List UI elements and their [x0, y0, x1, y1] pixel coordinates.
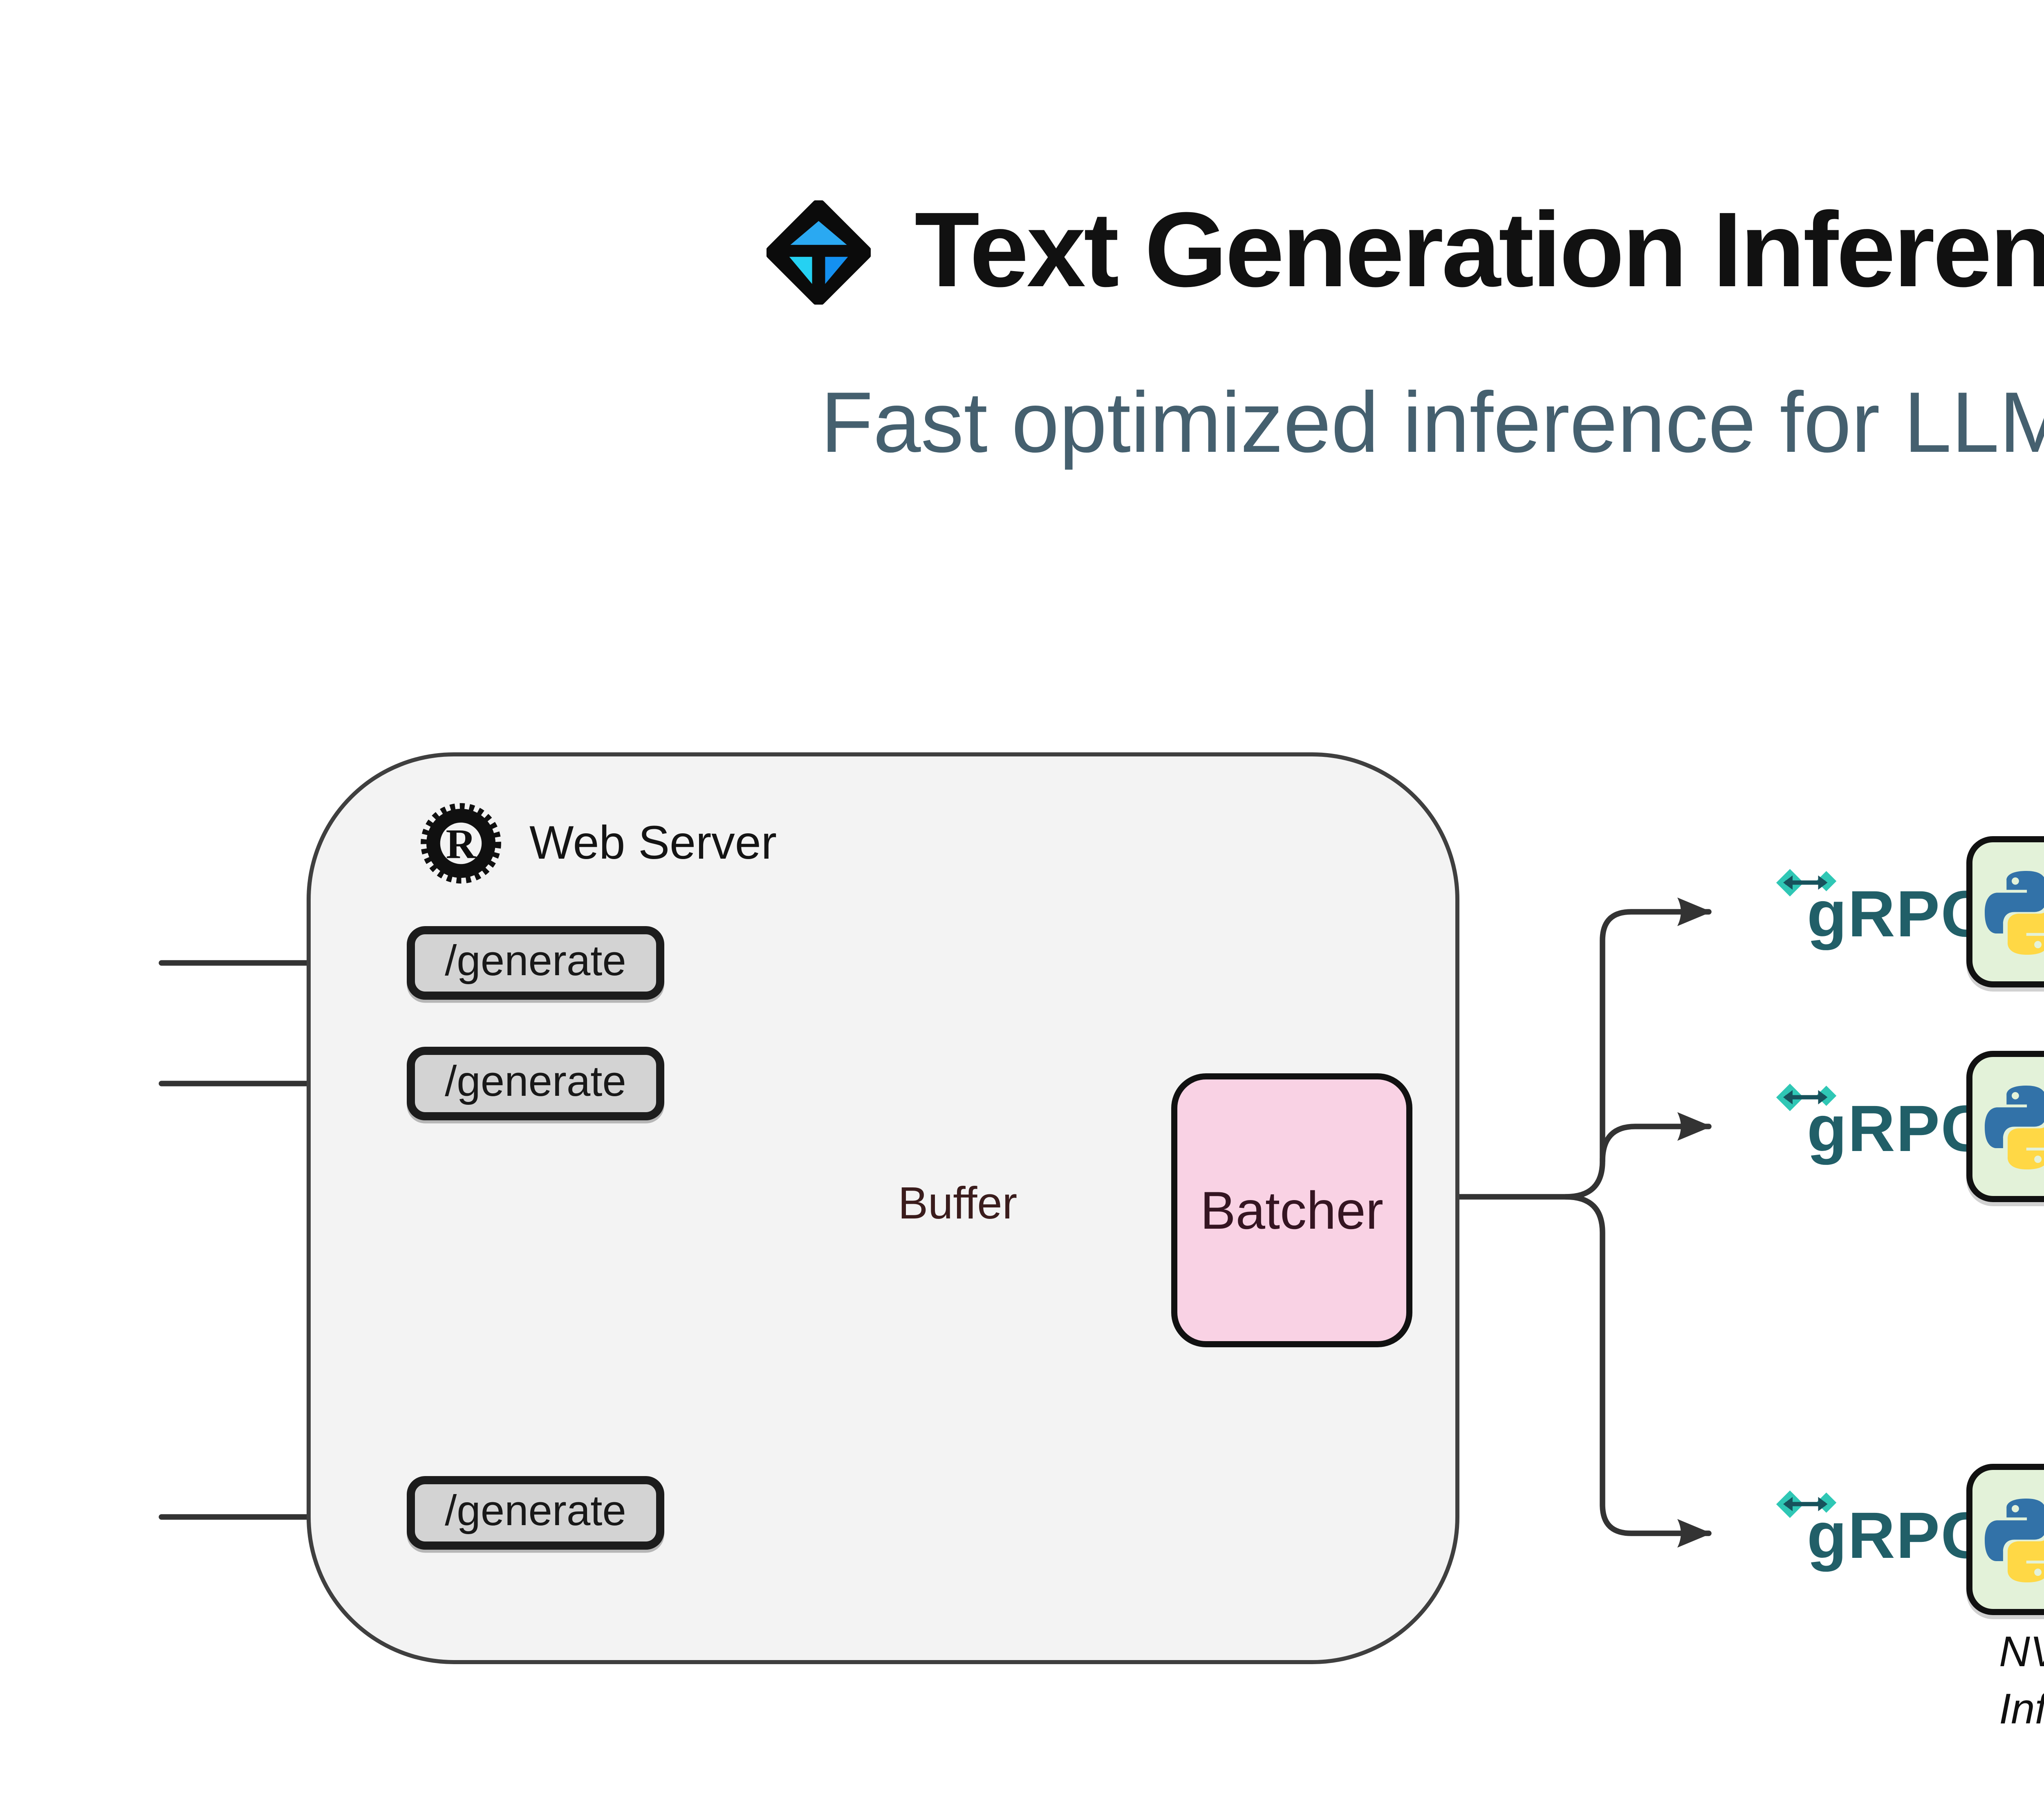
svg-text:R: R	[446, 821, 476, 867]
web-server-label: Web Server	[529, 816, 777, 869]
hardware-note-line2: Inferentia2 or Gaudi2	[1999, 1687, 2044, 1734]
tgi-diamond-icon	[767, 199, 872, 304]
batcher-to-grpc2-arrow	[1600, 1112, 1712, 1164]
endpoint-generate-3: /generate	[407, 1476, 664, 1550]
model-shard-1: Model Shard	[1966, 836, 2044, 987]
python-icon	[1985, 1497, 2044, 1582]
grpc-icon	[1776, 869, 1837, 897]
model-shard-3: Model Shard	[1966, 1464, 2044, 1615]
endpoint-generate-2: /generate	[407, 1047, 664, 1120]
grpc-icon	[1776, 1084, 1837, 1111]
rust-icon: R	[421, 803, 501, 884]
grpc-icon	[1776, 1490, 1837, 1518]
python-icon	[1985, 1084, 2044, 1169]
grpc-label-2: gRPC	[1807, 1092, 1989, 1165]
grpc-label-1: gRPC	[1807, 877, 1989, 951]
batcher-node: Batcher	[1171, 1073, 1412, 1347]
page-subtitle: Fast optimized inference for LLMs	[820, 374, 2044, 470]
model-shard-2: Model Shard	[1966, 1051, 2044, 1202]
python-icon	[1985, 870, 2044, 954]
grpc-label-3: gRPC	[1807, 1499, 1989, 1572]
hardware-note: NVIDIA GPUs, AMD GPUs, Inferentia2 or Ga…	[1999, 1625, 2044, 1741]
hardware-note-line1: NVIDIA GPUs, AMD GPUs,	[1999, 1629, 2044, 1676]
web-server-header: R Web Server	[419, 801, 777, 885]
endpoint-generate-1: /generate	[407, 926, 664, 1000]
buffer-node-label: Buffer	[898, 1178, 1018, 1229]
page-title: Text Generation Inference	[914, 192, 2044, 311]
batcher-to-grpc3-arrow	[1563, 1194, 1712, 1548]
page-header: Text Generation Inference	[0, 198, 2044, 305]
